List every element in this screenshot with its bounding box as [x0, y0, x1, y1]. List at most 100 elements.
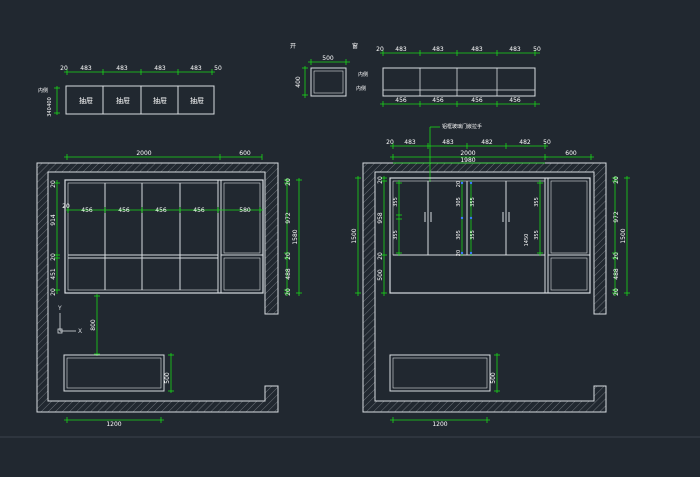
dim-label: 483 — [471, 46, 483, 53]
drawer-label: 抽屉 — [153, 96, 167, 105]
dim-label: 20 — [456, 181, 462, 187]
dimension-line — [396, 180, 543, 256]
dim-label: 483 — [80, 65, 92, 72]
dim-label: 20 — [376, 46, 384, 53]
dim-label: 483 — [404, 139, 416, 146]
dimension-line — [355, 176, 387, 296]
dim-label: 500 — [490, 372, 497, 384]
dim-label: 20 — [285, 178, 292, 186]
dim-label: 20 — [50, 180, 57, 188]
window-box — [310, 67, 347, 97]
top-middle-detail: 开 窗 500 400 内侧 — [290, 42, 366, 98]
dim-label: 1980 — [460, 157, 475, 164]
dimension-line — [66, 207, 263, 213]
dim-label: 914 — [50, 214, 57, 226]
axis-y-label: Y — [57, 305, 62, 312]
side-label: 内侧 — [356, 85, 366, 92]
dim-label: 483 — [190, 65, 202, 72]
desk — [63, 354, 165, 392]
dim-label: 456 — [81, 207, 93, 214]
dim-label: 456 — [155, 207, 167, 214]
drawer-label: 抽屉 — [79, 96, 93, 105]
dim-label: 451 — [50, 268, 57, 280]
dim-label: 305 — [456, 197, 462, 207]
drawer-label: 抽屉 — [116, 96, 130, 105]
label-window: 窗 — [352, 42, 358, 50]
dim-label: 500 — [322, 55, 334, 62]
dimension-line — [390, 353, 500, 423]
dim-label: 50 — [533, 46, 541, 53]
dim-label: 20 — [50, 253, 57, 261]
dim-label: 305 — [456, 230, 462, 240]
wardrobe-frame — [64, 179, 264, 294]
dim-label: 483 — [509, 46, 521, 53]
dim-label: 456 — [509, 97, 521, 104]
dimension-line — [64, 154, 263, 160]
dim-label: 456 — [432, 97, 444, 104]
dim-label: 600 — [565, 150, 577, 157]
dim-label: 1200 — [432, 421, 447, 428]
dim-label: 20 — [60, 65, 68, 72]
dim-label: 50 — [214, 65, 222, 72]
dim-label: 20 — [613, 176, 620, 184]
dimension-line — [612, 176, 630, 296]
dim-label: 2000 — [136, 150, 151, 157]
side-label: 内侧 — [38, 87, 48, 94]
dimension-line — [64, 353, 174, 423]
dim-label: 972 — [285, 212, 292, 224]
dim-label: 2000 — [460, 150, 475, 157]
dim-label: 355 — [534, 230, 540, 240]
dim-label: 456 — [471, 97, 483, 104]
dim-label: 20 — [285, 252, 292, 260]
dim-label: 20 — [613, 252, 620, 260]
dimension-line — [94, 294, 100, 356]
dim-label: 500 — [164, 372, 171, 384]
dim-label: 1200 — [106, 421, 121, 428]
dim-label: 500 — [377, 269, 384, 281]
dim-label: 600 — [239, 150, 251, 157]
dim-label: 456 — [118, 207, 130, 214]
dim-label: 483 — [154, 65, 166, 72]
dimension-line — [54, 180, 60, 294]
handle-note: 铝框玻璃门嵌拉手 — [442, 123, 482, 130]
dimension-line — [54, 86, 60, 115]
dim-label: 456 — [395, 97, 407, 104]
dim-label: 20 — [377, 176, 384, 184]
dim-label: 400 — [47, 97, 53, 107]
dim-label: 355 — [470, 230, 476, 240]
dim-label: 50 — [543, 139, 551, 146]
dim-label: 355 — [470, 197, 476, 207]
wall-hatch — [36, 162, 279, 413]
dim-label: 20 — [613, 288, 620, 296]
top-left-elevation: 20 483 483 483 483 50 内侧 400 340 抽屉 抽屉 抽… — [38, 65, 222, 117]
dim-label: 20 — [62, 203, 70, 210]
dim-label: 488 — [613, 268, 620, 280]
dim-label: 483 — [432, 46, 444, 53]
dim-label: 958 — [377, 212, 384, 224]
axis-x-label: X — [78, 328, 82, 335]
dim-label: 20 — [386, 139, 394, 146]
dim-label: 483 — [116, 65, 128, 72]
desk — [389, 354, 491, 392]
door-handle-icon — [424, 212, 510, 222]
dimension-line — [380, 50, 540, 107]
dim-label: 800 — [90, 319, 97, 331]
left-plan: 2000 600 20 456 456 456 4 — [36, 150, 302, 428]
dim-label: 20 — [50, 288, 57, 296]
blue-marker — [460, 181, 473, 255]
dim-label: 1580 — [292, 229, 299, 244]
dim-label: 482 — [519, 139, 531, 146]
dim-label: 1500 — [620, 228, 627, 243]
dim-label: 20 — [285, 288, 292, 296]
dim-label: 1500 — [351, 228, 358, 243]
ucs-axis-icon — [57, 313, 76, 334]
dimension-line — [284, 178, 302, 296]
dim-label: 483 — [442, 139, 454, 146]
top-right-elevation: 20 483 483 483 483 50 456 456 456 456 内侧 — [358, 46, 541, 107]
dim-label: 972 — [613, 211, 620, 223]
dim-label: 488 — [285, 268, 292, 280]
dim-label: 20 — [377, 252, 384, 260]
wall-hatch — [362, 162, 607, 413]
dim-label: 355 — [393, 230, 399, 240]
